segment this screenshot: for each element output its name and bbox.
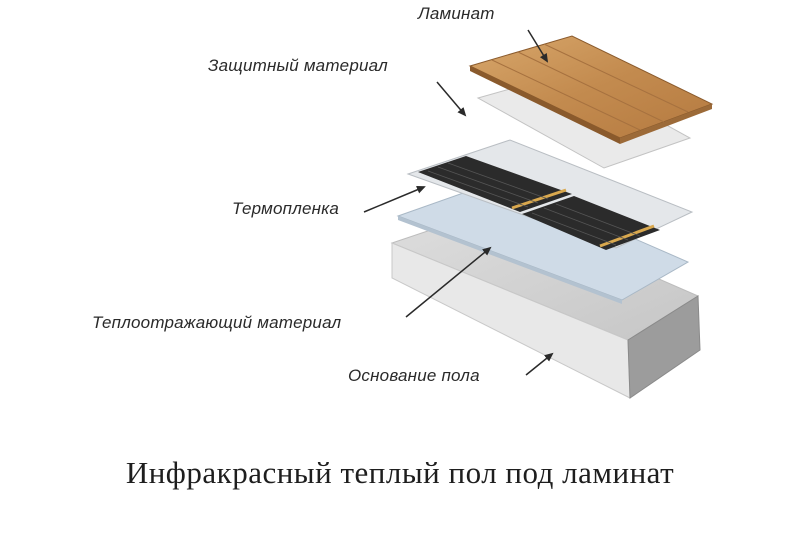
arrow-reflective <box>405 246 492 318</box>
label-reflective-material: Теплоотражающий материал <box>92 313 342 332</box>
diagram-caption: Инфракрасный теплый пол под ламинат <box>125 455 675 490</box>
label-laminate: Ламинат <box>418 4 495 23</box>
arrow-base <box>525 352 554 376</box>
label-thermal-film: Термопленка <box>232 199 340 218</box>
arrow-film <box>363 186 426 213</box>
arrow-protective <box>436 81 467 117</box>
arrow-laminate <box>527 29 549 63</box>
laminate-layer <box>468 35 714 144</box>
label-floor-base: Основание пола <box>348 366 480 385</box>
label-protective-material: Защитный материал <box>208 56 388 75</box>
thermal-film-layer <box>406 139 694 250</box>
label-arrows <box>363 29 554 376</box>
